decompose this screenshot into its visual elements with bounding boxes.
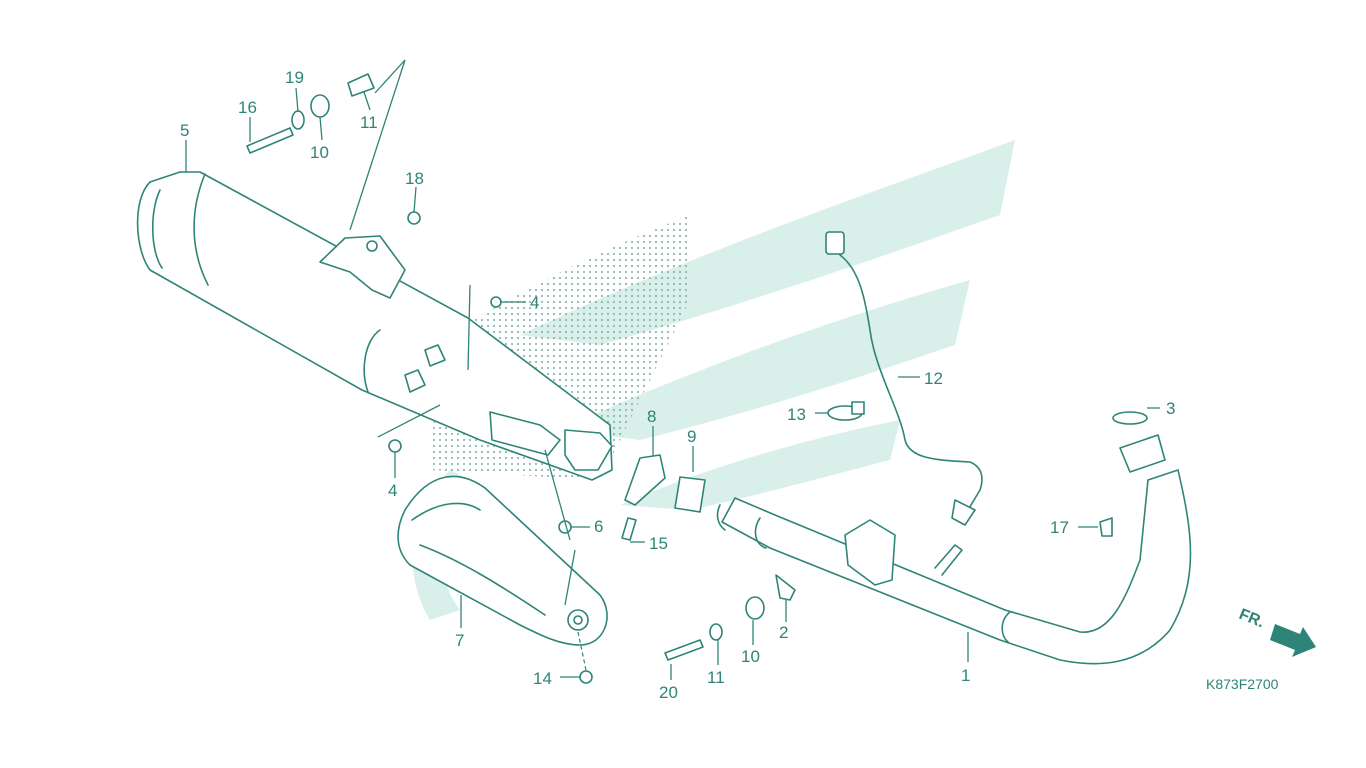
leader-lines (185, 87, 1160, 680)
callout-10-lower: 10 (741, 647, 760, 666)
callout-2: 2 (779, 623, 788, 642)
callout-10-upper: 10 (310, 143, 329, 162)
stay-2 (775, 574, 796, 601)
hardware-parts (246, 73, 1113, 684)
front-direction-indicator: FR. (1237, 606, 1316, 657)
muffler-5 (136, 171, 613, 481)
callout-11-lower: 11 (707, 668, 725, 687)
callout-6: 6 (594, 517, 603, 536)
muffler-protector-7 (397, 475, 608, 646)
clamp-13 (827, 401, 865, 421)
callout-7: 7 (455, 631, 464, 650)
callout-15: 15 (649, 534, 668, 553)
callout-16: 16 (238, 98, 257, 117)
callout-8: 8 (647, 407, 656, 426)
oxygen-sensor-12 (825, 231, 983, 526)
exhaust-pipe-1 (716, 434, 1192, 665)
assembly-guide-lines (349, 59, 587, 671)
callout-20: 20 (659, 683, 678, 702)
callout-19: 19 (285, 68, 304, 87)
callout-5: 5 (180, 121, 189, 140)
callout-4-lower: 4 (388, 481, 397, 500)
callout-11-upper: 11 (360, 113, 378, 132)
callout-18: 18 (405, 169, 424, 188)
callout-3: 3 (1166, 399, 1175, 418)
callout-17: 17 (1050, 518, 1069, 537)
front-arrow-icon (1270, 624, 1316, 657)
gasket-9 (674, 476, 706, 513)
callout-13: 13 (787, 405, 806, 424)
band-8 (624, 454, 666, 506)
callout-labels: 1 2 3 4 4 5 6 7 8 9 10 10 11 11 12 13 14… (180, 68, 1175, 702)
front-label: FR. (1237, 606, 1267, 631)
callout-14: 14 (533, 669, 552, 688)
diagram-code: K873F2700 (1206, 676, 1279, 692)
callout-9: 9 (687, 427, 696, 446)
gasket-3 (1112, 411, 1148, 425)
callout-1: 1 (961, 666, 970, 685)
wing-logo-watermark (412, 140, 1015, 620)
callout-12: 12 (924, 369, 943, 388)
callout-4-upper: 4 (530, 293, 539, 312)
